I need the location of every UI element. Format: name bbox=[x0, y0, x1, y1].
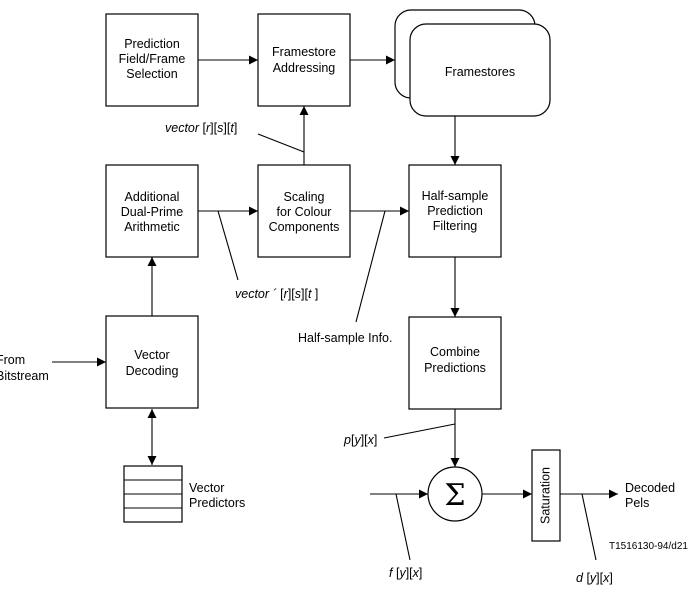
dual-prime-line-1: Additional bbox=[125, 190, 180, 204]
saturation-block: Saturation bbox=[531, 449, 561, 542]
dual-prime-block: Additional Dual-Prime Arithmetic bbox=[105, 164, 199, 258]
label-vector-prime: vector ´ [r][s][t ] bbox=[235, 287, 318, 301]
combine-predictions-line-2: Predictions bbox=[424, 361, 486, 375]
dual-prime-line-2: Dual-Prime bbox=[121, 205, 184, 219]
framestore-addressing-line-1: Framestore bbox=[272, 45, 336, 59]
half-sample-filtering-line-2: Prediction bbox=[427, 204, 483, 218]
label-vector-rsf: vector [r][s][t] bbox=[165, 121, 237, 135]
prediction-selection-block: Prediction Field/Frame Selection bbox=[105, 13, 199, 107]
half-sample-filtering-block: Half-sample Prediction Filtering bbox=[408, 164, 502, 258]
saturation-label: Saturation bbox=[538, 467, 552, 524]
prediction-selection-line-2: Field/Frame bbox=[119, 52, 186, 66]
half-sample-filtering-line-3: Filtering bbox=[433, 219, 478, 233]
summation-node: Σ bbox=[427, 466, 483, 522]
leader-d-yx bbox=[581, 493, 597, 561]
label-half-sample-info: Half-sample Info. bbox=[298, 331, 392, 345]
label-f-yx: f [y][x] bbox=[389, 566, 422, 580]
sigma-symbol: Σ bbox=[444, 478, 465, 513]
combine-predictions-block: Combine Predictions bbox=[408, 316, 502, 410]
half-sample-filtering-line-1: Half-sample bbox=[422, 189, 489, 203]
label-vector-predictors-line-2: Predictors bbox=[189, 496, 245, 510]
leader-half-sample-info bbox=[355, 210, 386, 323]
label-from-bitstream-line-2: Bitstream bbox=[0, 369, 49, 383]
leader-f-yx bbox=[395, 493, 411, 561]
label-from-bitstream-line-1: From bbox=[0, 353, 25, 367]
dual-prime-line-3: Arithmetic bbox=[124, 220, 180, 234]
framestores-label: Framestores bbox=[445, 65, 515, 79]
label-d-yx: d [y][x] bbox=[576, 571, 613, 585]
vector-decoding-line-1: Vector bbox=[134, 348, 169, 362]
framestore-addressing-block: Framestore Addressing bbox=[257, 13, 351, 107]
vector-decoding-line-2: Decoding bbox=[126, 364, 179, 378]
scaling-block: Scaling for Colour Components bbox=[257, 164, 351, 258]
scaling-line-1: Scaling bbox=[284, 190, 325, 204]
leader-vector-rsf bbox=[257, 133, 305, 153]
scaling-line-2: for Colour bbox=[277, 205, 332, 219]
label-figure-id: T1516130-94/d21 bbox=[609, 541, 688, 552]
vector-decoding-block: Vector Decoding bbox=[105, 315, 199, 409]
framestores-block: Framestores bbox=[394, 9, 551, 117]
leader-p-yx bbox=[383, 423, 456, 439]
prediction-selection-line-1: Prediction bbox=[124, 37, 180, 51]
label-vector-predictors-line-1: Vector bbox=[189, 481, 224, 495]
prediction-selection-line-3: Selection bbox=[126, 67, 177, 81]
scaling-line-3: Components bbox=[269, 220, 340, 234]
leader-vector-prime bbox=[217, 210, 239, 281]
combine-predictions-line-1: Combine bbox=[430, 345, 480, 359]
framestore-addressing-line-2: Addressing bbox=[273, 61, 336, 75]
label-p-yx: p[y][x] bbox=[343, 433, 377, 447]
label-decoded-pels-line-2: Pels bbox=[625, 496, 649, 510]
label-decoded-pels-line-1: Decoded bbox=[625, 481, 675, 495]
vector-predictors-store bbox=[123, 465, 183, 523]
